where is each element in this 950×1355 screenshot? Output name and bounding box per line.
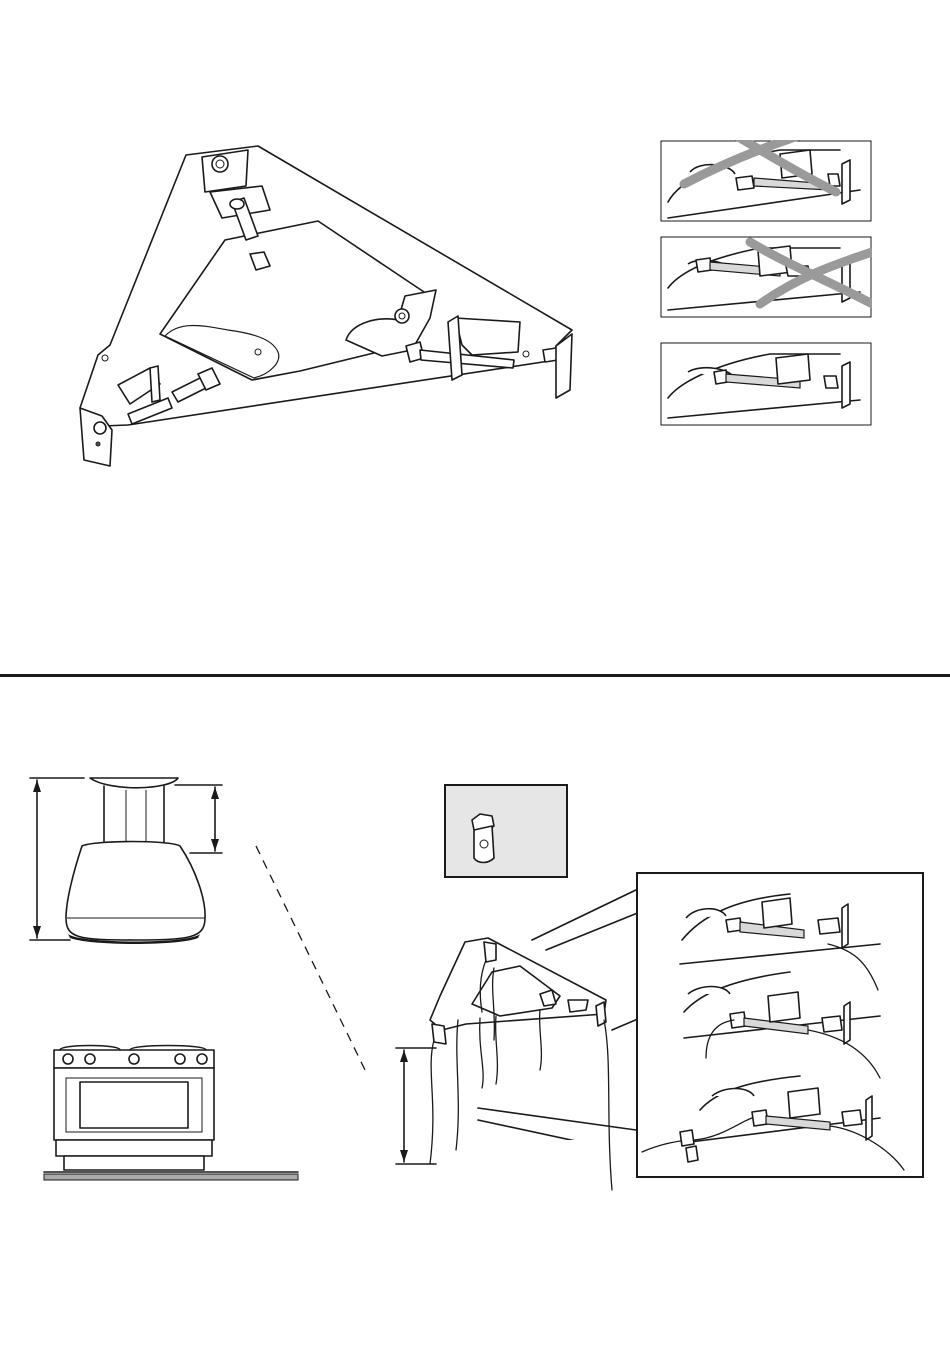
main-bracket-view bbox=[70, 140, 580, 480]
wire-detail-callout bbox=[636, 872, 924, 1178]
section-divider bbox=[0, 674, 950, 677]
dashed-relation-line bbox=[250, 840, 380, 1080]
detail-view-incorrect-2 bbox=[660, 236, 872, 318]
detail-view-incorrect-1 bbox=[660, 140, 872, 222]
hood-elevation-view bbox=[20, 770, 230, 950]
callout-leaders bbox=[470, 870, 640, 1140]
nut-icon bbox=[686, 1146, 698, 1162]
cross-icon bbox=[684, 140, 850, 184]
detail-view-correct bbox=[660, 342, 872, 426]
connector-inset bbox=[444, 784, 568, 878]
cable-connector-icon bbox=[472, 814, 494, 863]
